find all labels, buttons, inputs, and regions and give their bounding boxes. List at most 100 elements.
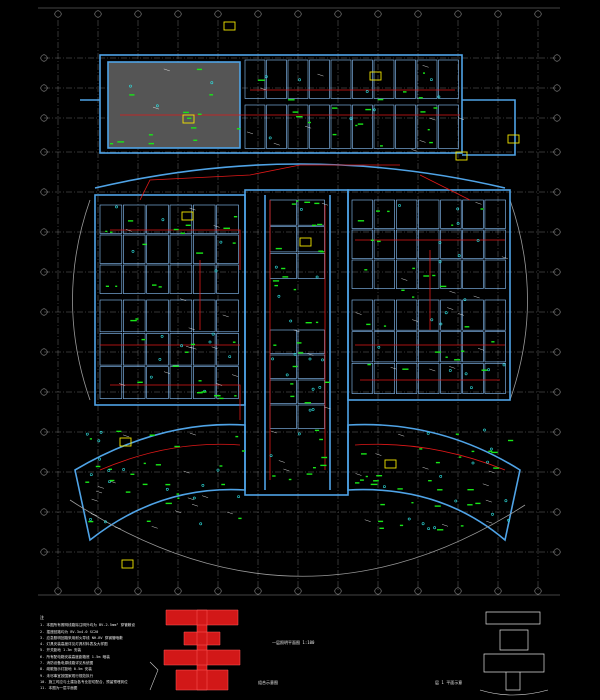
luminaire-icon [373, 480, 379, 482]
room-partition [418, 259, 440, 289]
callout-tag [223, 21, 236, 31]
top-wing-outline [99, 54, 463, 154]
fixture-icon [311, 408, 315, 411]
leader-line [163, 68, 170, 72]
luminaire-icon [361, 453, 367, 455]
luminaire-icon [397, 488, 403, 490]
axis-bubble [214, 10, 222, 18]
luminaire-icon [89, 438, 92, 440]
fixture-icon [318, 385, 322, 389]
fixture-icon [377, 345, 381, 349]
fixture-icon [274, 265, 278, 269]
room-partition [418, 229, 440, 259]
luminaire-icon [376, 210, 380, 212]
luminaire-icon [129, 94, 135, 96]
border-frame [38, 7, 560, 596]
luminaire-icon [272, 475, 276, 477]
luminaire-icon [321, 456, 328, 459]
fixture-icon [158, 357, 162, 361]
leader-line [187, 497, 194, 500]
leader-line [189, 432, 196, 436]
fixture-icon [216, 468, 220, 472]
axis-bubble [534, 587, 542, 595]
axis-bubble [553, 148, 561, 156]
room-partition [418, 331, 440, 363]
key-plan-fill [163, 609, 241, 691]
luminaire-icon [148, 142, 154, 145]
luminaire-icon [312, 224, 316, 226]
axis-bubble [40, 308, 48, 316]
callout-tag [384, 459, 397, 469]
luminaire-icon [305, 322, 312, 324]
fixture-icon [456, 207, 460, 211]
room-partition [462, 362, 484, 394]
room-partition [99, 299, 123, 333]
fixture-icon [502, 363, 506, 367]
circuit-line [99, 443, 241, 471]
axis-bubble [553, 468, 561, 476]
leader-line [211, 346, 218, 349]
room-partition [440, 199, 462, 229]
luminaire-icon [292, 365, 298, 368]
leader-line [411, 149, 418, 152]
fixture-icon [433, 526, 437, 530]
luminaire-icon [219, 397, 224, 400]
room-partition [484, 299, 506, 331]
leader-line [307, 353, 314, 356]
room-partition [351, 331, 373, 363]
room-partition [330, 104, 352, 149]
luminaire-icon [402, 368, 409, 370]
luminaire-icon [152, 284, 157, 286]
fixture-icon [407, 517, 411, 521]
axis-bubble [134, 10, 142, 18]
room-partition [440, 229, 462, 259]
luminaire-icon [209, 94, 213, 96]
leader-line [412, 319, 419, 322]
luminaire-icon [236, 128, 241, 130]
luminaire-icon [180, 232, 185, 234]
leader-line [273, 143, 280, 146]
leader-line [119, 383, 126, 386]
axis-bubble [553, 188, 561, 196]
callout-tag [369, 71, 382, 81]
circuit-line [139, 164, 400, 201]
luminaire-icon [117, 141, 125, 143]
leader-line [163, 371, 171, 374]
room-partition [373, 59, 395, 99]
room-partition [418, 362, 440, 394]
room-partition [193, 234, 216, 264]
callout-tag [455, 151, 468, 161]
lower-left-wing [74, 423, 246, 542]
room-partition [216, 332, 239, 366]
axis-bubble [40, 508, 48, 516]
luminaire-icon [141, 338, 146, 341]
axis-bubble [40, 84, 48, 92]
fixture-icon [104, 520, 107, 524]
luminaire-icon [214, 395, 221, 397]
luminaire-icon [315, 321, 319, 324]
luminaire-icon [234, 395, 237, 397]
axis-bubble [553, 308, 561, 316]
room-partition [395, 331, 418, 363]
luminaire-icon [223, 227, 230, 229]
luminaire-icon [158, 286, 162, 288]
fixture-icon [421, 522, 425, 526]
room-partition [395, 59, 416, 99]
room-partition [484, 331, 506, 363]
callout-tag [507, 134, 520, 144]
axis-bubble [40, 268, 48, 276]
note-line: 11. 本图为一层平面图 [40, 686, 78, 691]
luminaire-icon [370, 239, 374, 241]
fixture-icon [89, 518, 92, 521]
electrical-devices [85, 65, 514, 531]
fixture-icon [210, 81, 214, 85]
leader-line [151, 526, 158, 529]
axis-bubble [334, 10, 342, 18]
room-partition [244, 59, 266, 99]
room-partition [440, 299, 462, 331]
callout-tags [119, 21, 520, 569]
room-partition [99, 366, 123, 399]
leader-line [191, 504, 199, 507]
axis-bubble [294, 587, 302, 595]
luminaire-icon [115, 285, 118, 287]
